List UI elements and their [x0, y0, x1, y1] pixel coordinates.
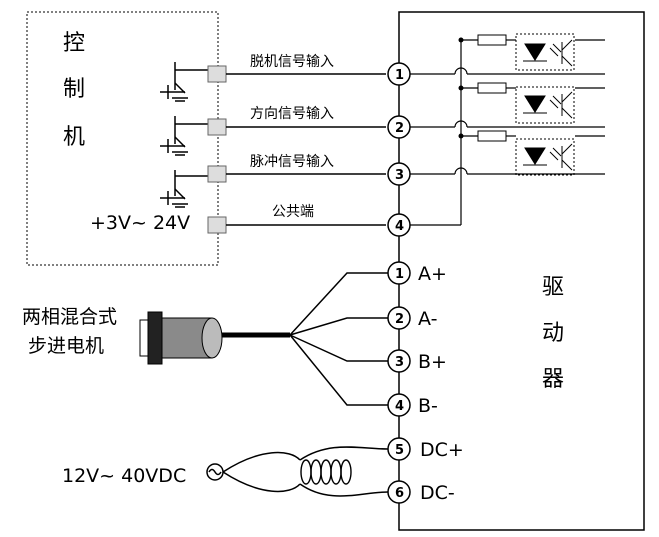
- terminal-dc-plus: DC+: [420, 439, 464, 461]
- controller-voltage-label: +3V~ 24V: [90, 212, 190, 234]
- motor-label-line1: 两相混合式: [22, 306, 117, 328]
- terminal-dc-minus: DC-: [420, 482, 455, 504]
- controller-terminal-1: [207, 65, 227, 83]
- twisted-coil: [300, 459, 352, 485]
- transistor-1: [160, 62, 208, 102]
- pin-label-a-plus: 1: [395, 267, 404, 282]
- optocoupler-3: [515, 138, 575, 176]
- signal-label-pulse: 脉冲信号输入: [250, 154, 334, 170]
- pin-label-1: 1: [395, 68, 404, 83]
- resistor-3: [477, 130, 507, 142]
- signal-label-common: 公共端: [272, 204, 314, 220]
- power-label: 12V~ 40VDC: [62, 465, 186, 487]
- pin-label-a-minus: 2: [395, 312, 404, 327]
- driver-internal-wiring: [410, 39, 605, 226]
- terminal-a-minus: A-: [418, 308, 437, 330]
- optocoupler-1: [515, 33, 575, 71]
- controller-terminal-4: [207, 216, 227, 234]
- pin-label-3: 3: [395, 168, 404, 183]
- driver-title-char-2: 动: [542, 321, 564, 346]
- controller-title-char-2: 制: [63, 77, 85, 102]
- stepper-motor-icon: [139, 311, 223, 365]
- driver-title-char-1: 驱: [542, 275, 564, 300]
- driver-title-char-3: 器: [542, 367, 564, 392]
- resistor-2: [477, 82, 507, 94]
- controller-title-char-1: 控: [63, 31, 85, 56]
- terminal-b-plus: B+: [418, 351, 447, 373]
- terminal-a-plus: A+: [418, 263, 447, 285]
- power-wires: [222, 446, 389, 497]
- controller-title-char-3: 机: [63, 125, 85, 150]
- motor-label-line2: 步进电机: [28, 335, 104, 357]
- transistor-3: [160, 170, 208, 208]
- controller-box: [26, 11, 219, 266]
- pin-label-dc-plus: 5: [395, 443, 404, 458]
- motor-wires: [289, 272, 388, 406]
- resistor-1: [477, 34, 507, 46]
- optocoupler-2: [515, 86, 575, 124]
- pin-label-dc-minus: 6: [395, 486, 404, 501]
- transistor-2: [160, 116, 208, 156]
- pin-label-b-plus: 3: [395, 355, 404, 370]
- pin-label-4: 4: [395, 219, 404, 234]
- pin-label-2: 2: [395, 121, 404, 136]
- pin-label-b-minus: 4: [395, 399, 404, 414]
- controller-terminal-2: [207, 118, 227, 136]
- controller-terminal-3: [207, 165, 227, 183]
- signal-label-enable: 脱机信号输入: [250, 54, 334, 70]
- ac-source-icon: [206, 463, 224, 481]
- terminal-b-minus: B-: [418, 395, 438, 417]
- driver-junction-dots: [458, 37, 464, 139]
- signal-label-direction: 方向信号输入: [250, 106, 334, 122]
